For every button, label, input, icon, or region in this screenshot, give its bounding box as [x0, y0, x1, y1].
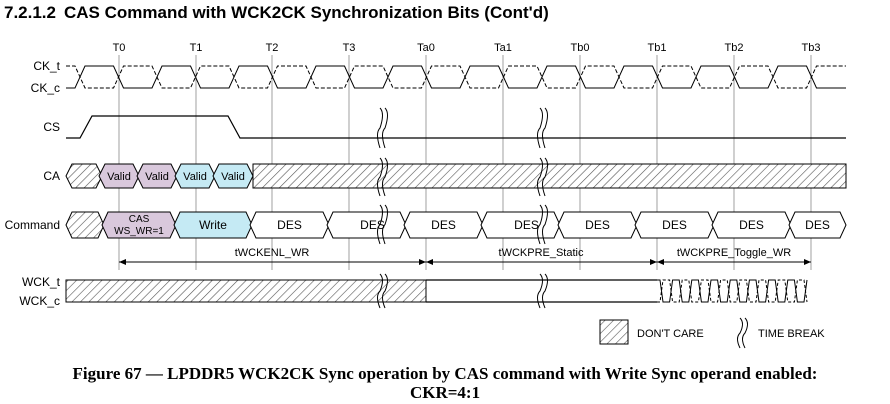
command-cas-label: CAS — [129, 214, 150, 225]
wck-c-toggle — [657, 279, 808, 303]
wck-dont-care — [65, 279, 427, 303]
legend-dont-care-label: DON'T CARE — [637, 328, 704, 340]
command-des-label: DES — [662, 218, 687, 232]
cs-signal — [66, 115, 846, 139]
legend-time-break-label: TIME BREAK — [758, 328, 825, 340]
time-break-mark — [377, 273, 383, 309]
figure-caption-line2: CKR=4:1 — [409, 383, 481, 402]
clock-signals — [66, 65, 846, 89]
time-break-mark — [537, 107, 543, 149]
clock-label-t0: T0 — [113, 42, 126, 54]
time-break-mark — [377, 107, 383, 149]
legend: DON'T CARE TIME BREAK — [599, 319, 825, 345]
cs-waveform — [66, 115, 846, 139]
ck-c-waveform — [66, 65, 846, 89]
time-break-mark — [542, 273, 548, 309]
ca-bus: Valid Valid Valid Valid — [65, 163, 847, 189]
time-break-mark — [542, 157, 548, 197]
twckpre-static-arrow-left — [426, 259, 433, 265]
twckpre-toggle-wr-label: tWCKPRE_Toggle_WR — [677, 247, 791, 259]
ca-valid-label: Valid — [183, 171, 207, 183]
signal-name-cs: CS — [43, 120, 60, 134]
twckpre-static-label: tWCKPRE_Static — [499, 247, 584, 259]
time-break-mark — [377, 157, 383, 197]
clock-label-ta1: Ta1 — [494, 42, 512, 54]
command-des-label: DES — [514, 218, 539, 232]
legend-dont-care-swatch — [599, 319, 629, 345]
twckpre-toggle-wr-arrow-left — [657, 259, 664, 265]
time-break-mark — [542, 204, 548, 245]
figure-caption-line1: Figure 67 — LPDDR5 WCK2CK Sync operation… — [72, 364, 818, 383]
clock-label-t1: T1 — [190, 42, 203, 54]
clock-label-tb2: Tb2 — [725, 42, 744, 54]
time-break-mark — [537, 204, 543, 245]
timing-arrows: tWCKENL_WR tWCKPRE_Static tWCKPRE_Toggle_W… — [119, 247, 811, 265]
signal-name-wck-c: WCK_c — [19, 294, 60, 308]
time-break-mark — [382, 107, 388, 149]
command-des-label: DES — [805, 218, 830, 232]
time-break-mark — [382, 157, 388, 197]
wck-signals — [65, 279, 808, 303]
section-heading: 7.2.1.2 CAS Command with WCK2CK Synchroni… — [4, 3, 549, 23]
ca-valid-label: Valid — [145, 171, 169, 183]
time-break-mark — [382, 204, 388, 245]
clock-label-tb3: Tb3 — [802, 42, 821, 54]
signal-name-ck-t: CK_t — [33, 59, 60, 73]
signal-name-ca: CA — [43, 169, 60, 183]
command-des-label: DES — [739, 218, 764, 232]
signal-name-ck-c: CK_c — [31, 81, 60, 95]
command-des-cell — [788, 211, 847, 239]
ca-dont-care — [65, 163, 103, 189]
command-des-label: DES — [585, 218, 610, 232]
time-break-mark — [382, 273, 388, 309]
time-breaks — [377, 107, 748, 349]
twckenl-wr-arrow-left — [119, 259, 126, 265]
time-break-mark — [537, 273, 543, 309]
ca-valid-label: Valid — [221, 171, 245, 183]
clock-label-t2: T2 — [266, 42, 279, 54]
command-cas-operand: WS_WR=1 — [114, 226, 164, 237]
command-des-label: DES — [360, 218, 385, 232]
twckenl-wr-label: tWCKENL_WR — [235, 247, 310, 259]
clock-label-ta0: Ta0 — [417, 42, 435, 54]
time-break-mark — [542, 107, 548, 149]
command-dont-care — [65, 211, 105, 239]
twckpre-static-arrow-right — [650, 259, 657, 265]
command-write-label: Write — [199, 218, 227, 232]
clock-label-tb1: Tb1 — [648, 42, 667, 54]
section-title: CAS Command with WCK2CK Synchronization … — [64, 3, 549, 22]
time-break-mark — [377, 204, 383, 245]
legend-time-break-swatch — [742, 317, 748, 349]
signal-name-command: Command — [5, 218, 60, 232]
legend-time-break-swatch — [737, 317, 743, 349]
twckpre-toggle-wr-arrow-right — [804, 259, 811, 265]
command-des-label: DES — [431, 218, 456, 232]
signal-name-wck-t: WCK_t — [22, 275, 61, 289]
section-number: 7.2.1.2 — [4, 3, 56, 22]
command-des-label: DES — [277, 218, 302, 232]
ca-dont-care-tail — [252, 163, 847, 189]
clock-label-t3: T3 — [343, 42, 356, 54]
ck-t-waveform — [66, 65, 846, 89]
ca-valid-label: Valid — [107, 171, 131, 183]
wck-t-toggle — [657, 279, 808, 303]
twckenl-wr-arrow-right — [419, 259, 426, 265]
clock-label-tb0: Tb0 — [571, 42, 590, 54]
time-break-mark — [537, 157, 543, 197]
